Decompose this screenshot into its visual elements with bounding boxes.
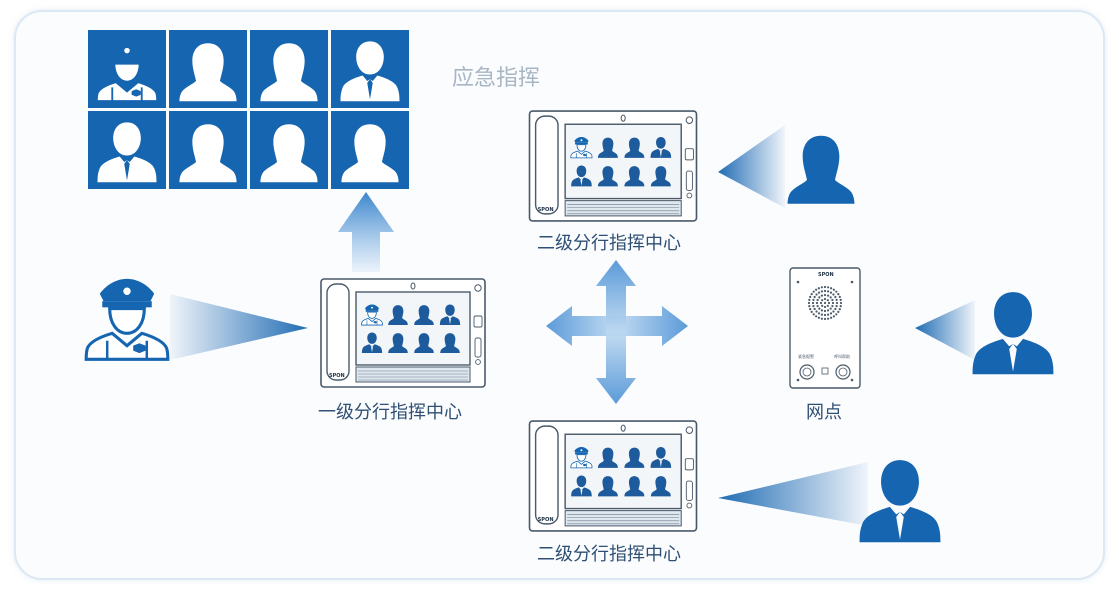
speaker-grille-icon bbox=[807, 285, 843, 321]
police-avatar-icon bbox=[84, 277, 170, 361]
man-avatar-icon bbox=[859, 460, 941, 543]
beam-left bbox=[170, 294, 308, 360]
svg-text:紧急报警: 紧急报警 bbox=[798, 353, 814, 359]
beam-branch bbox=[915, 300, 975, 360]
svg-text:SPON: SPON bbox=[818, 272, 834, 278]
label-branch: 网点 bbox=[806, 402, 842, 423]
label-center-secondary-bottom: 二级分行指挥中心 bbox=[537, 544, 681, 565]
branch-panel: SPON 紧急报警 呼叫帮助 bbox=[789, 267, 861, 389]
svg-text:呼叫帮助: 呼叫帮助 bbox=[834, 353, 850, 359]
video-wall bbox=[88, 30, 409, 189]
terminal-secondary-top bbox=[530, 111, 697, 221]
cross-arrow-icon bbox=[546, 260, 688, 404]
terminal-secondary-bottom bbox=[530, 421, 697, 531]
beam-top-right bbox=[718, 125, 785, 208]
woman-avatar-icon bbox=[787, 135, 855, 204]
beam-bottom-right bbox=[718, 462, 868, 526]
diagram-title: 应急指挥 bbox=[452, 66, 541, 91]
label-center-secondary-top: 二级分行指挥中心 bbox=[537, 233, 681, 254]
terminal-primary bbox=[321, 279, 485, 387]
man-avatar-icon bbox=[972, 292, 1054, 375]
up-arrow-icon bbox=[338, 192, 394, 272]
label-center-primary: 一级分行指挥中心 bbox=[318, 402, 462, 423]
